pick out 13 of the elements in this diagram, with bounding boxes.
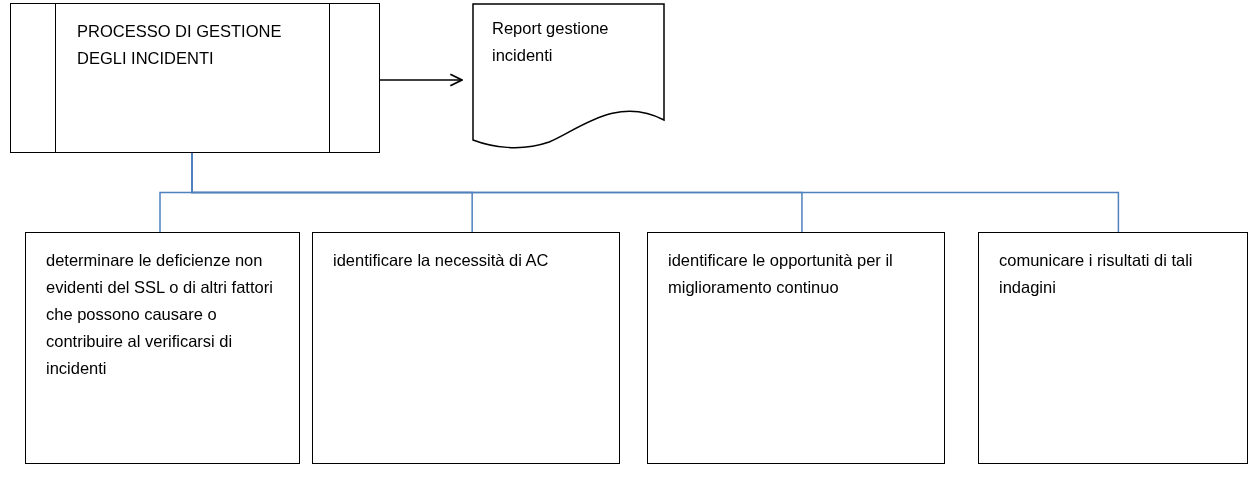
node-text: Report gestione incidenti	[492, 18, 610, 66]
process-box	[25, 232, 300, 464]
node-text: PROCESSO DI GESTIONE DEGLI INCIDENTI	[77, 21, 283, 69]
node-text: determinare le deficienze non evidenti del SSL o di altri fattori che possono causare o contribuire al verificarsi di incidenti	[46, 250, 274, 379]
predefined-process-box	[10, 3, 380, 153]
document-shape	[472, 3, 665, 150]
process-box	[647, 232, 945, 464]
node-text: comunicare i risultati di tali indagini	[999, 250, 1194, 298]
process-box	[312, 232, 620, 464]
arrow	[379, 73, 463, 87]
node-text: identificare le opportunità per il miglioramento continuo	[668, 250, 894, 298]
process-box	[978, 232, 1248, 464]
node-text: identificare la necessità di AC	[333, 250, 550, 271]
